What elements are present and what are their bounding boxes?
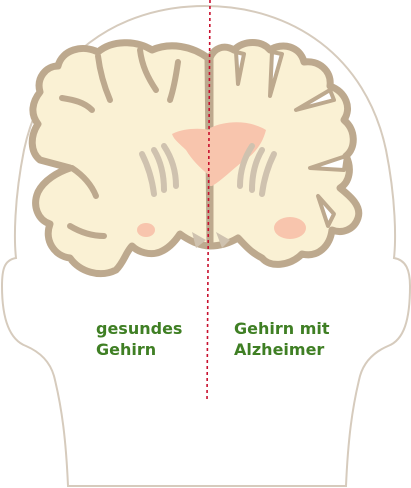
healthy-label-line1: gesundes <box>96 319 183 338</box>
healthy-brain-hemisphere <box>28 39 214 277</box>
healthy-temporal-horn <box>137 223 155 237</box>
brainstem <box>192 232 206 248</box>
alzheimer-sulcus <box>234 50 246 86</box>
alzheimer-sulcus <box>268 50 284 98</box>
alzheimer-label-line2: Alzheimer <box>234 340 325 359</box>
brainstem <box>216 232 230 248</box>
alzheimer-ventricle <box>210 122 266 186</box>
alzheimer-sulcus <box>308 154 348 172</box>
healthy-sulcus <box>67 223 107 239</box>
alzheimer-sulcus <box>316 194 336 228</box>
alzheimer-temporal-horn <box>274 217 306 239</box>
healthy-brain-label: gesundes Gehirn <box>96 318 182 360</box>
alzheimer-brain-label: Gehirn mit Alzheimer <box>234 318 330 360</box>
divider-line <box>206 0 211 403</box>
healthy-sulcus <box>137 47 159 93</box>
alzheimer-label-line1: Gehirn mit <box>234 319 330 338</box>
alzheimer-sulcus <box>294 88 336 112</box>
healthy-label-line2: Gehirn <box>96 340 157 359</box>
alzheimer-basal-ganglia <box>237 143 277 197</box>
healthy-basal-ganglia <box>139 143 179 197</box>
healthy-sulcus <box>95 53 113 103</box>
healthy-ventricle <box>172 128 210 176</box>
healthy-sulcus <box>167 59 181 103</box>
healthy-sulcus <box>69 165 99 199</box>
healthy-sulcus <box>59 95 95 113</box>
